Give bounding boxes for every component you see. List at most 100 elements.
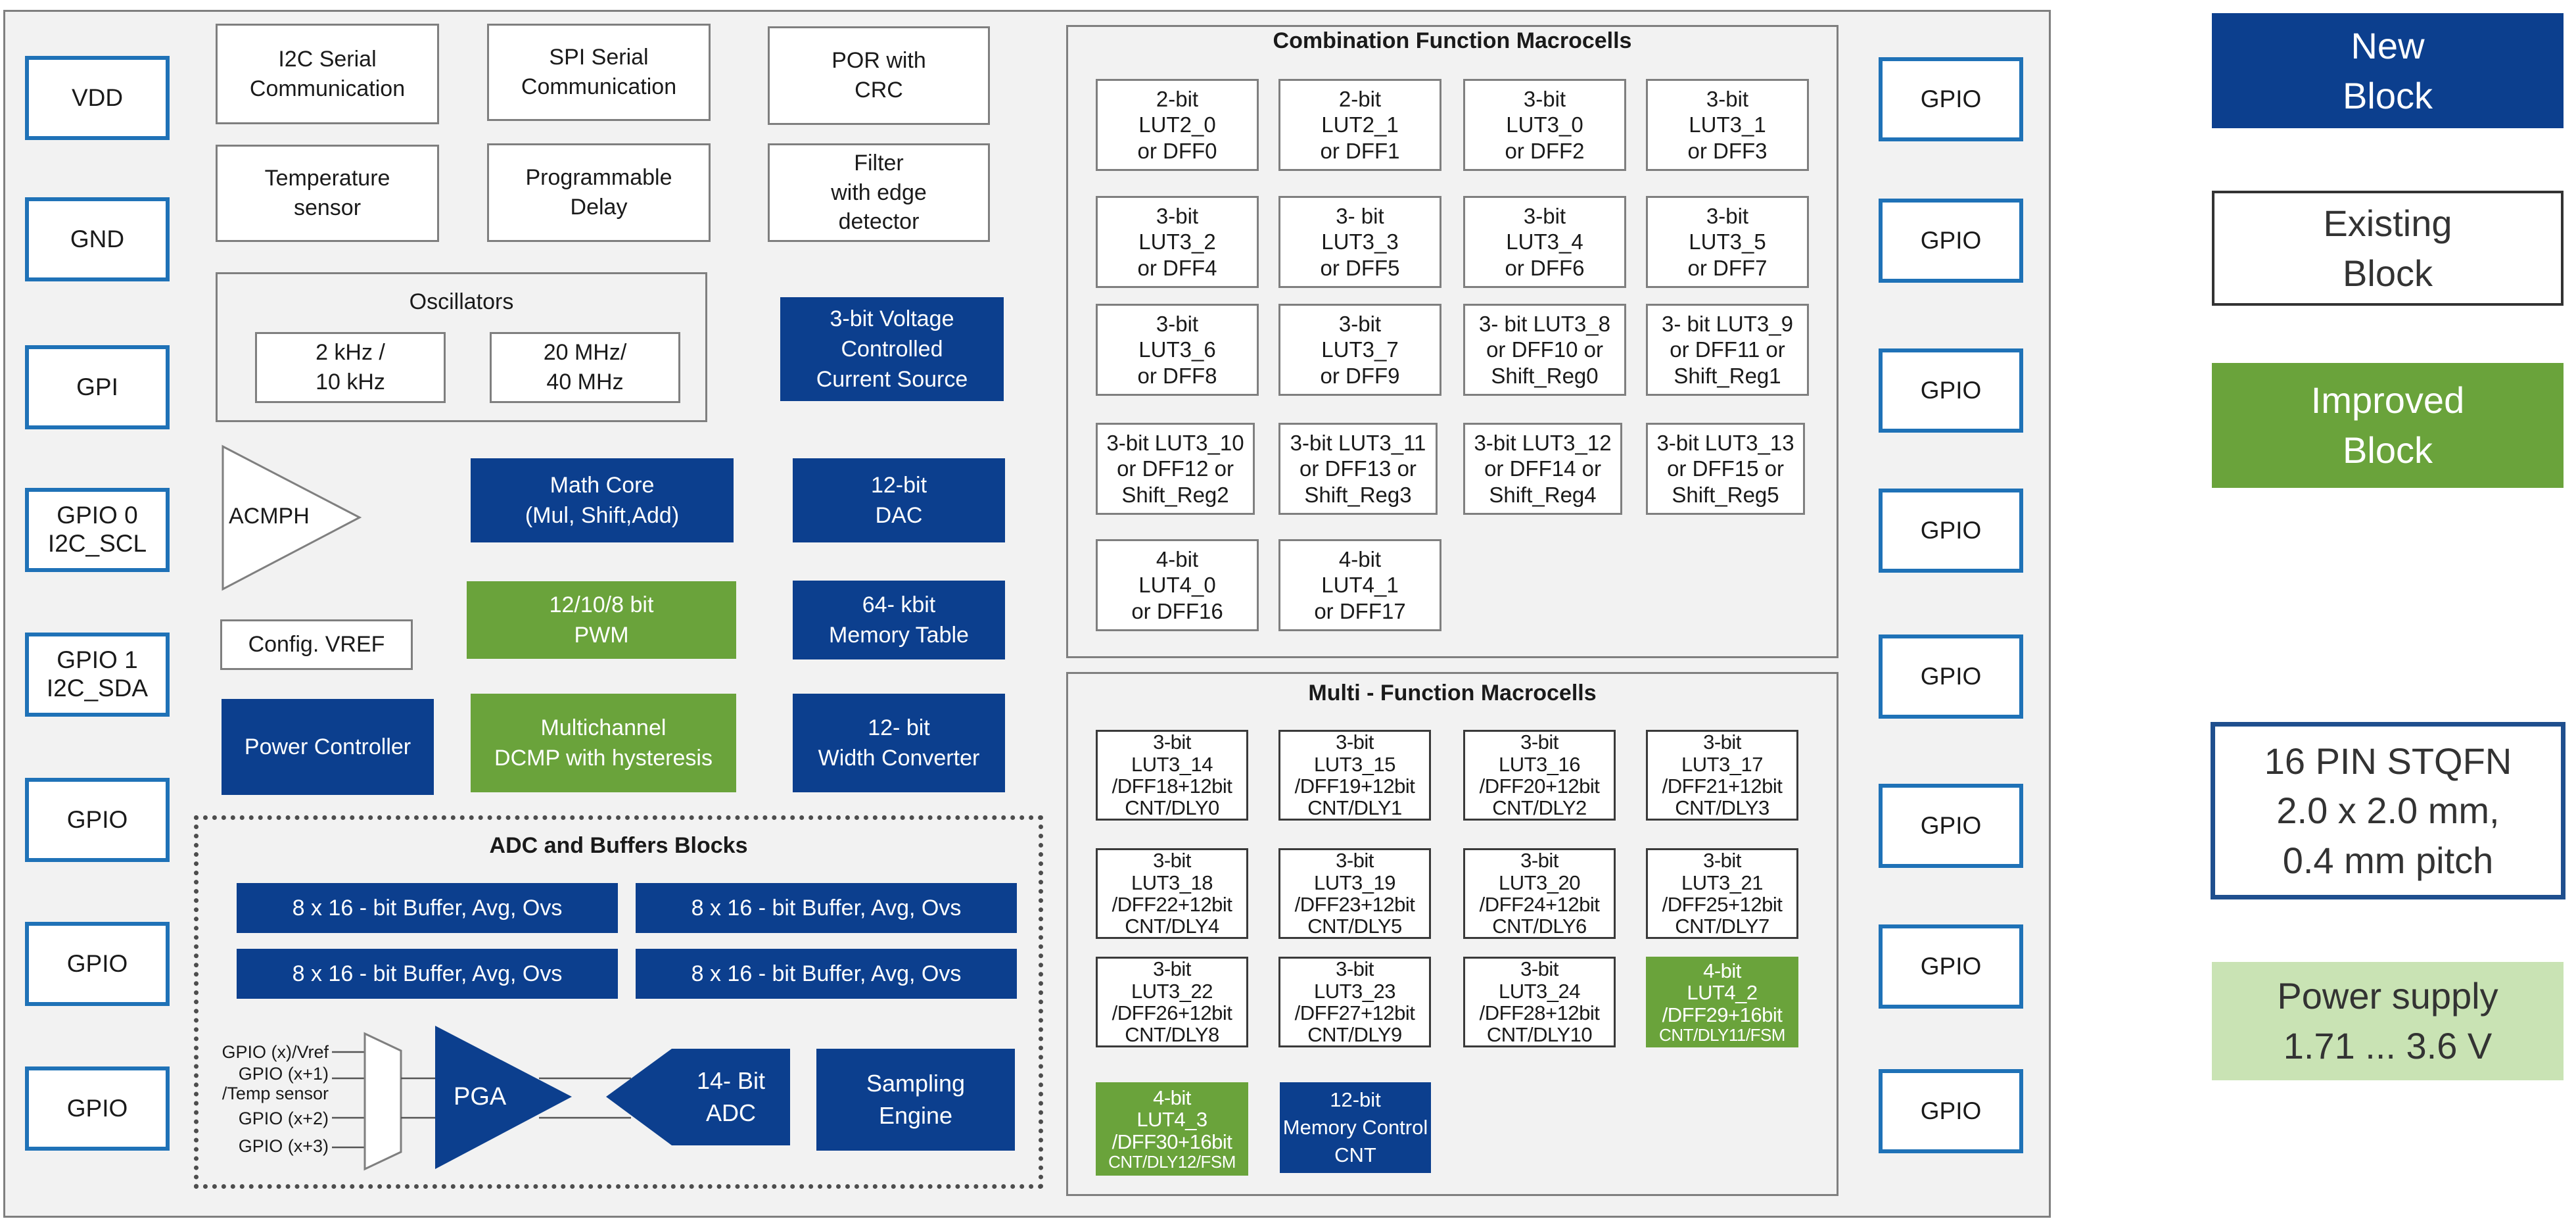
pga-triangle <box>435 1026 572 1169</box>
text-lines: GPIO <box>66 805 128 833</box>
text-lines: GPIO <box>66 949 128 977</box>
pin-gnd: GND <box>25 197 170 281</box>
pin-gpio: GPIO <box>1879 634 2023 719</box>
text-lines: GPIO <box>1920 85 1982 112</box>
pin-gpio: GPIO <box>1879 348 2023 433</box>
mux-input-label: /Temp sensor <box>222 1084 329 1103</box>
buffer-block: 8 x 16 - bit Buffer, Avg, Ovs <box>636 883 1017 933</box>
mux-input-label: GPIO (x)/Vref <box>222 1042 329 1062</box>
text-lines: GPIO <box>1920 1097 1982 1124</box>
mux-input-label: GPIO (x+1) <box>238 1064 329 1084</box>
pin-gpio: GPIO <box>25 778 170 862</box>
pin-vdd: VDD <box>25 56 170 140</box>
text-lines: GPI <box>76 373 118 400</box>
text-lines: 2 kHz /10 kHz <box>316 340 385 395</box>
oscillators-title: Oscillators <box>409 289 514 314</box>
pin-gpio: GPIO <box>1879 489 2023 573</box>
adc-signal-path <box>332 1026 790 1171</box>
pin-gpio: GPIO <box>25 922 170 1006</box>
pin-gpio: GPIO <box>1879 57 2023 141</box>
adc-buffers-group: ADC and Buffers Blocks <box>194 815 1043 1189</box>
text-lines: GPIO <box>1920 376 1982 404</box>
power-controller-block: Power Controller <box>222 699 434 795</box>
adc-buffers-title: ADC and Buffers Blocks <box>489 833 748 858</box>
text-lines: GPIO <box>1920 226 1982 254</box>
config-vref-block: Config. VREF <box>220 619 413 670</box>
pin-gpio: GPIO <box>1879 1069 2023 1153</box>
oscillator-2khz: 2 kHz /10 kHz <box>255 332 446 403</box>
text-lines: GPIO <box>1920 952 1982 980</box>
text-lines: Math Core(Mul, Shift,Add) <box>525 472 680 528</box>
pin-gpio: GPIO <box>1879 199 2023 283</box>
oscillator-20mhz: 20 MHz/40 MHz <box>490 332 680 403</box>
buffer-block: 8 x 16 - bit Buffer, Avg, Ovs <box>237 949 618 999</box>
buffer-block: 8 x 16 - bit Buffer, Avg, Ovs <box>237 883 618 933</box>
